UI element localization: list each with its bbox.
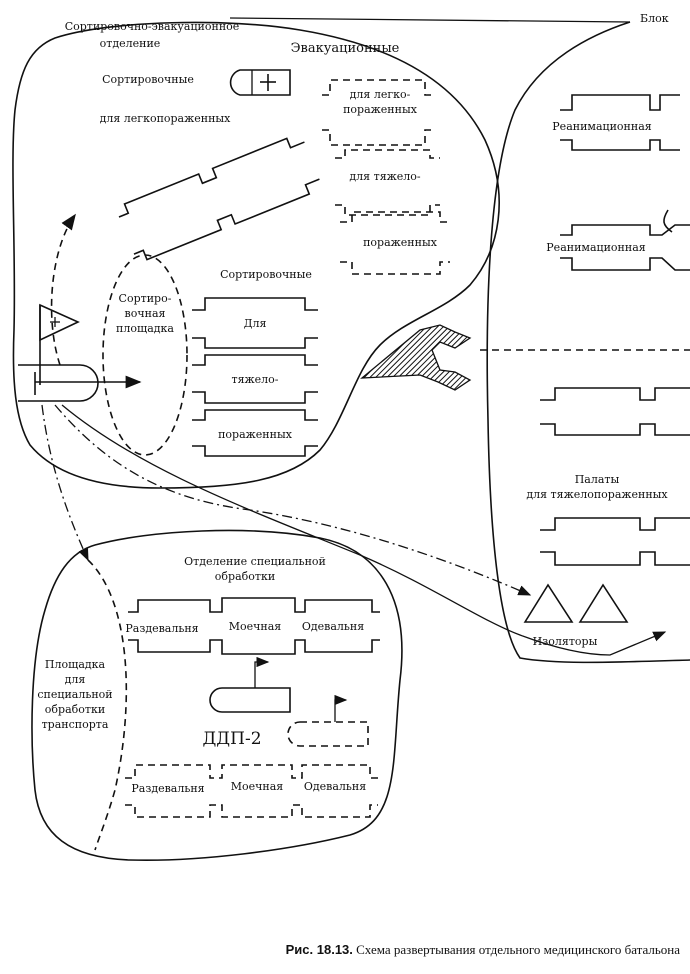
transport-label-1: Площадка [45,658,106,671]
reanimation-label-1: Реанимационная [552,120,651,133]
spec-dept-label-2: обработки [215,570,275,583]
heavy-label-3: пораженных [218,428,293,441]
sorting-area-ellipse [102,254,188,456]
transport-label-4: обработки [45,703,105,716]
sort-area-label-3: площадка [116,322,174,335]
ddp-vehicle-dashed [287,694,369,747]
dress-label-1: Одевальня [302,620,364,633]
sort-area-label-2: вочная [125,307,166,320]
reanimation-link [663,209,673,233]
figure-caption: Рис. 18.13. Схема развертывания отдельно… [0,942,680,958]
evacuation-label: Эвакуационные [291,41,400,56]
ward-tent-1 [540,387,690,436]
ddp-label: ДДП-2 [202,729,261,749]
heavy-label-1: Для [244,317,267,330]
triage-dept-label-2: отделение [100,37,161,50]
route-to-light-tents [50,213,76,366]
special-treatment-tents-dashed [125,764,378,818]
sorting-mid-label: Сортировочные [220,268,312,281]
evac-light-label-1: для легко- [350,88,411,101]
route-to-block [61,404,667,656]
sort-area-label-1: Сортиро- [119,292,172,305]
heavy-sorting-tent-3 [192,409,318,457]
block-label: Блок [640,12,669,25]
block-outline [486,21,690,664]
transport-label-5: транспорта [42,718,109,731]
reanimation-tent-1 [560,94,680,151]
triangle-tent-icon [523,583,629,623]
special-treatment-outline [31,529,403,862]
ddp-vehicle-solid [209,656,291,713]
triage-department-outline [12,21,500,489]
isolators-label: Изоляторы [533,635,598,648]
wards-label-1: Палаты [575,473,620,486]
entry-vehicle-shape [18,364,99,402]
triage-flag-icon [39,303,80,385]
transport-label-2: для [65,673,86,686]
dress-label-2: Одевальня [304,780,366,793]
light-casualty-tents [118,137,320,261]
evac-heavy-label-2: пораженных [363,236,438,249]
ambulance-cross-icon [229,69,291,96]
for-light-label: для легкопораженных [100,112,232,125]
figure-number: Рис. 18.13. [285,942,353,957]
heavy-sorting-tent-2 [192,354,318,404]
reanimation-tent-2 [560,224,690,271]
sorting-top-label: Сортировочные [102,73,194,86]
reanimation-label-2: Реанимационная [546,241,645,254]
heavy-sorting-tent-1 [192,297,318,349]
evac-heavy-label-1: для тяжело- [349,170,420,183]
evac-heavy-tent-1 [335,149,440,216]
wash-label-1: Моечная [229,620,282,633]
transfer-fork-arrow [360,324,472,391]
figure-caption-text: Схема развертывания отдельного медицинск… [356,942,680,957]
wards-label-2: для тяжелопораженных [526,488,668,501]
transport-label-3: специальной [37,688,112,701]
undress-label-1: Раздевальня [125,622,198,635]
ward-tent-2 [540,517,690,566]
spec-dept-label-1: Отделение специальной [184,555,326,568]
evac-light-tent [322,79,435,146]
wash-label-2: Моечная [231,780,284,793]
undress-label-2: Раздевальня [131,782,204,795]
heavy-label-2: тяжело- [232,373,279,386]
block-leader-line [229,17,631,23]
transport-area-border [87,559,128,851]
triage-dept-label: Сортировочно-эвакуационное [65,20,240,33]
evac-heavy-tent-2 [340,211,450,275]
route-to-special-treatment [41,404,89,562]
special-treatment-tents-solid [128,597,380,655]
evac-light-label-2: пораженных [343,103,418,116]
